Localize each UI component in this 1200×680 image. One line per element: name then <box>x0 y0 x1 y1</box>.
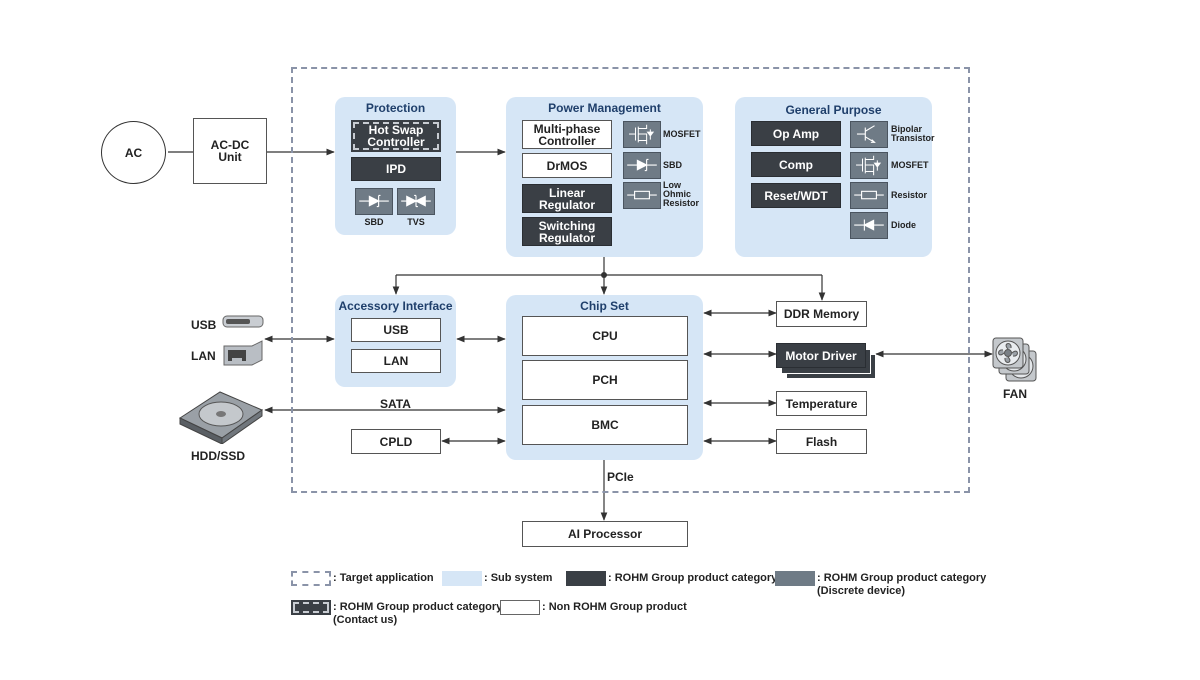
ipd-block: IPD <box>351 157 441 181</box>
usb-plug-icon <box>222 313 264 330</box>
general-resistor-label: Resistor <box>891 190 928 200</box>
legend-target-swatch <box>291 571 331 586</box>
power-resistor-icon <box>623 182 661 209</box>
protection-tvs-icon <box>397 188 435 215</box>
power-sbd-icon <box>623 152 661 179</box>
comp-block: Comp <box>751 152 841 177</box>
bus-junction-dot <box>601 272 607 278</box>
accessory-usb-block: USB <box>351 318 441 342</box>
power-mosfet-label: MOSFET <box>663 129 701 139</box>
power-sbd-label: SBD <box>663 160 683 170</box>
diode-icon <box>850 212 888 239</box>
chipset-title: Chip Set <box>580 299 629 313</box>
pcie-label: PCIe <box>607 470 634 484</box>
protection-title: Protection <box>365 101 426 115</box>
accessory-lan-block: LAN <box>351 349 441 373</box>
legend-discrete-label: : ROHM Group product category (Discrete … <box>817 572 987 597</box>
flash-block: Flash <box>776 429 867 454</box>
multiphase-controller: Multi-phase Controller <box>522 120 612 149</box>
sata-label: SATA <box>380 397 411 411</box>
op-amp-block: Op Amp <box>751 121 841 146</box>
legend-contact-label: : ROHM Group product category (Contact u… <box>333 601 503 626</box>
usb-label: USB <box>191 318 217 332</box>
power-management-title: Power Management <box>548 101 661 115</box>
legend-sub-label: : Sub system <box>484 572 553 584</box>
legend-non-rohm-swatch <box>500 600 540 615</box>
protection-sbd-label: SBD <box>364 217 384 227</box>
temperature-block: Temperature <box>776 391 867 416</box>
general-mosfet-icon <box>850 152 888 179</box>
pch-block: PCH <box>522 360 688 400</box>
general-purpose-title: General Purpose <box>785 103 882 117</box>
general-resistor-icon <box>850 182 888 209</box>
bipolar-transistor-icon <box>850 121 888 148</box>
motor-driver-block: Motor Driver <box>776 343 866 368</box>
legend-contact-swatch <box>291 600 331 615</box>
general-mosfet-label: MOSFET <box>891 160 929 170</box>
hdd-ssd-label: HDD/SSD <box>191 449 246 463</box>
ddr-memory-block: DDR Memory <box>776 301 867 327</box>
accessory-interface-title: Accessory Interface <box>338 299 453 313</box>
power-mosfet-icon <box>623 121 661 148</box>
legend-target-label: : Target application <box>333 572 434 584</box>
bmc-block: BMC <box>522 405 688 445</box>
fan-label: FAN <box>1003 387 1027 401</box>
lan-label: LAN <box>191 349 216 363</box>
linear-regulator: Linear Regulator <box>522 184 612 213</box>
cpu-block: CPU <box>522 316 688 356</box>
legend-discrete-swatch <box>775 571 815 586</box>
hot-swap-controller: Hot Swap Controller <box>351 120 441 152</box>
diode-label: Diode <box>891 220 917 230</box>
hdd-ssd-icon <box>178 388 264 445</box>
cpld-block: CPLD <box>351 429 441 454</box>
drmos-block: DrMOS <box>522 153 612 178</box>
ac-source: AC <box>101 121 166 184</box>
legend-non-rohm-label: : Non ROHM Group product <box>542 601 687 613</box>
legend-sub-swatch <box>442 571 482 586</box>
protection-tvs-label: TVS <box>407 217 425 227</box>
legend-rohm-label: : ROHM Group product category <box>608 572 778 584</box>
acdc-unit: AC-DC Unit <box>193 118 267 184</box>
bipolar-transistor-label: Bipolar Transistor <box>891 124 935 143</box>
reset-wdt-block: Reset/WDT <box>751 183 841 208</box>
switching-regulator: Switching Regulator <box>522 217 612 246</box>
ai-processor-block: AI Processor <box>522 521 688 547</box>
fan-icon <box>992 337 1038 385</box>
power-resistor-label: Low Ohmic Resistor <box>663 180 700 208</box>
target-application-frame <box>291 67 970 493</box>
lan-port-icon <box>222 340 264 366</box>
protection-sbd-icon <box>355 188 393 215</box>
legend-rohm-swatch <box>566 571 606 586</box>
